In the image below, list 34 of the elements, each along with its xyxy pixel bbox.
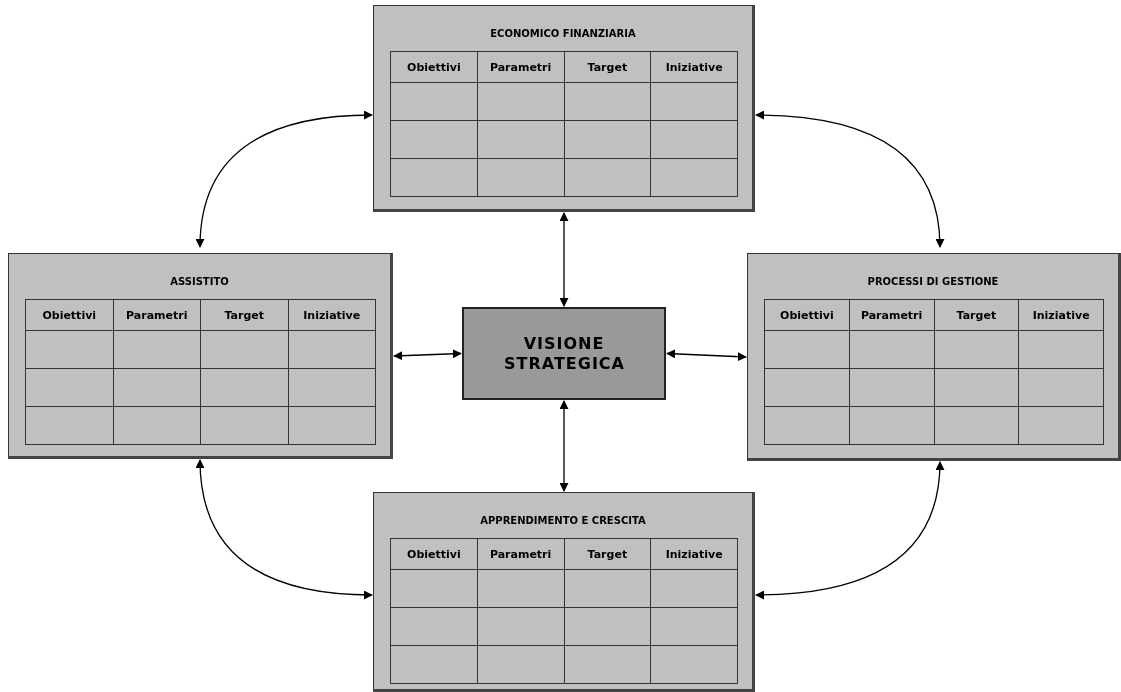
column-header: Obiettivi	[390, 51, 478, 83]
arrow	[393, 349, 462, 361]
column-header: Target	[200, 299, 288, 331]
panel-title: ASSISTITO	[170, 276, 229, 287]
perspective-panel	[8, 253, 393, 459]
arrow	[196, 459, 373, 600]
column-header: Iniziative	[288, 299, 376, 331]
column-header: Parametri	[113, 299, 201, 331]
perspective-panel	[373, 5, 755, 212]
column-header: Target	[934, 299, 1019, 331]
column-header: Parametri	[477, 538, 564, 570]
column-header: Parametri	[477, 51, 564, 83]
column-header: Obiettivi	[25, 299, 113, 331]
column-header: Iniziative	[1018, 299, 1104, 331]
column-header: Iniziative	[650, 538, 738, 570]
panel-title: ECONOMICO FINANZIARIA	[490, 28, 636, 39]
arrow	[559, 212, 569, 307]
arrow	[755, 110, 944, 248]
panel-title: APPRENDIMENTO E CRESCITA	[480, 515, 646, 526]
column-header: Parametri	[849, 299, 934, 331]
vision-box	[462, 307, 666, 400]
column-header: Target	[564, 538, 651, 570]
perspective-panel	[747, 253, 1121, 461]
arrow	[755, 461, 944, 600]
column-header: Iniziative	[650, 51, 738, 83]
perspective-panel	[373, 492, 755, 692]
column-header: Target	[564, 51, 651, 83]
column-header: Obiettivi	[764, 299, 850, 331]
arrow	[666, 349, 747, 362]
arrow	[559, 400, 569, 492]
arrow	[196, 110, 373, 248]
column-header: Obiettivi	[390, 538, 478, 570]
panel-title: PROCESSI DI GESTIONE	[867, 276, 999, 287]
vision-label: VISIONE STRATEGICA	[504, 333, 624, 374]
